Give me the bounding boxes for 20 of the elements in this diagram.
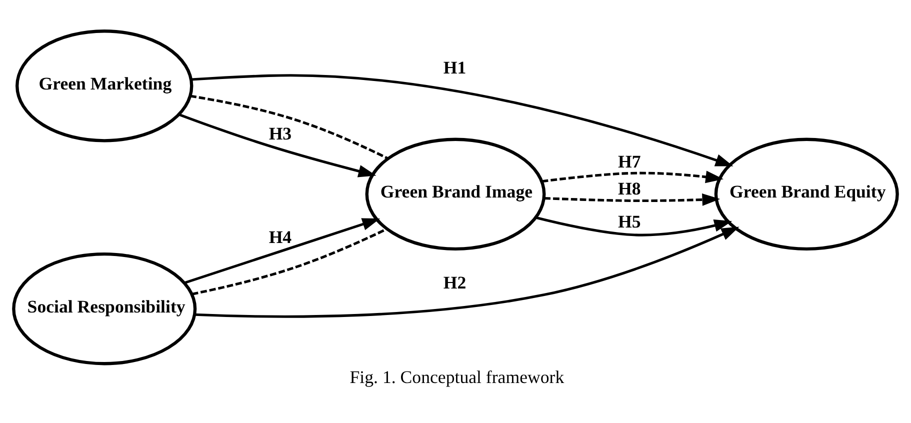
connector — [190, 94, 389, 160]
caption: Fig. 1. Conceptual framework — [350, 366, 564, 386]
arrow — [178, 112, 376, 177]
edge-label: H1 — [443, 56, 466, 77]
edge-label: H3 — [268, 123, 292, 144]
arrow — [191, 74, 734, 166]
arrow — [194, 226, 740, 318]
node-ellipse: Green Marketing — [16, 29, 194, 142]
edge-label: H4 — [268, 226, 292, 246]
arrow — [544, 192, 720, 206]
edge-label: H2 — [443, 272, 466, 292]
arrow — [542, 170, 724, 183]
edge-label: H8 — [618, 178, 641, 198]
edge-label: H7 — [618, 151, 641, 172]
connector — [192, 227, 388, 295]
edge-label: H5 — [618, 211, 641, 232]
node-ellipse: Green Brand Image — [365, 137, 546, 250]
node-ellipse: Social Responsibility — [12, 252, 197, 365]
arrow — [184, 218, 380, 284]
arrow — [536, 216, 732, 236]
